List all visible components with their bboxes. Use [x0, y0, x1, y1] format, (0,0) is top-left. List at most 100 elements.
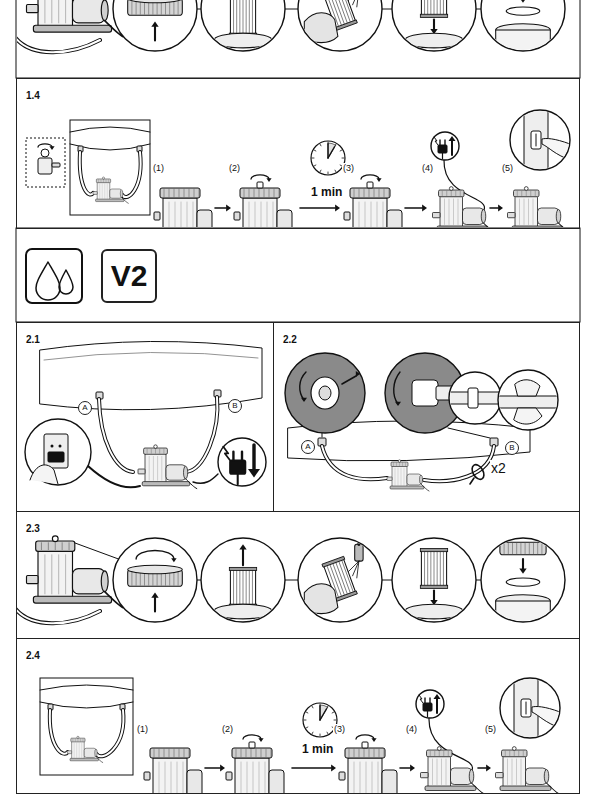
filter-housing: [348, 758, 382, 793]
housing-lid: [391, 462, 408, 467]
step-number: (1): [153, 163, 164, 173]
timer-wedge: [320, 705, 328, 720]
cartridge-pleat: [339, 0, 350, 22]
label-patch: (5): [484, 724, 497, 734]
pump-motor: [269, 770, 284, 793]
lid-rib: [184, 189, 185, 197]
move-arrow: [242, 550, 244, 566]
lid-rib: [393, 463, 394, 466]
step-number: (1): [137, 724, 148, 734]
lid-rib: [364, 189, 365, 197]
cartridge-pleat: [243, 0, 244, 33]
lid-rib: [164, 749, 165, 757]
wall-socket: [44, 434, 68, 468]
restart-steps: [40, 678, 560, 793]
lid-rib: [505, 751, 506, 756]
hand: [30, 465, 58, 484]
lid-rib: [174, 749, 175, 757]
lid-rib: [249, 189, 250, 197]
label-patch: (4): [405, 724, 418, 734]
turn-arrow: [394, 372, 400, 404]
detail-content: [448, 388, 504, 408]
power-bolt: [434, 137, 438, 145]
lid-rib: [136, 0, 137, 14]
spa-body: [40, 341, 262, 409]
plug-prong: [424, 698, 425, 703]
timer-tick: [335, 144, 336, 146]
lid-rib: [241, 749, 242, 757]
timer-tick: [312, 158, 314, 159]
cartridge-cap: [335, 20, 358, 31]
step-number: 2.2: [283, 335, 297, 345]
cartridge-pleat: [249, 0, 250, 33]
step-arrow: [405, 207, 422, 209]
lid-rib: [451, 191, 452, 196]
power-bolt: [419, 695, 423, 703]
lid-rib: [460, 191, 461, 196]
housing-lid: [160, 188, 200, 198]
turn-arrow: [361, 175, 379, 179]
plug-cord: [427, 711, 428, 717]
hose-clip-icon: [470, 463, 487, 482]
housing-rib: [249, 202, 250, 227]
detail-content: [214, 544, 273, 619]
housing-rib: [157, 456, 158, 480]
version-badge: V2: [101, 249, 157, 303]
step-number: 2.3: [26, 524, 40, 534]
timer-tick: [320, 734, 321, 736]
cartridge-pleat: [434, 552, 435, 586]
filter-pump: [93, 177, 128, 203]
step-number: (4): [422, 163, 433, 173]
duration-label: 1 min: [302, 742, 333, 756]
timer-tick: [306, 712, 308, 713]
garden-hose: [359, 533, 382, 544]
pump-base: [512, 226, 563, 227]
housing-rib: [359, 202, 360, 227]
valve-spout: [52, 163, 60, 167]
step-number: (3): [334, 724, 345, 734]
cartridge-cap: [420, 585, 447, 588]
filter-housing: [38, 0, 73, 27]
detail-circle: [510, 110, 570, 170]
housing-rib: [247, 762, 248, 793]
housing-rib: [169, 202, 170, 227]
filter-housing: [496, 601, 551, 622]
housing-lid: [150, 748, 190, 758]
power-cord: [186, 479, 197, 489]
motor-cap: [481, 210, 486, 224]
pump-motor: [166, 465, 186, 480]
pump-base: [142, 482, 190, 486]
air-valve: [154, 445, 158, 449]
lid-rib: [151, 449, 152, 453]
filter-housing: [515, 196, 538, 227]
detail-frame: [40, 678, 133, 775]
detail-circle: [113, 538, 197, 622]
label-patch: x2: [490, 460, 507, 476]
arrow-head: [301, 398, 307, 402]
filter-pump: [496, 747, 559, 793]
lid-rib: [514, 751, 515, 756]
cartridge-pleat: [437, 552, 438, 586]
port-letter: B: [232, 402, 237, 410]
power-bolt: [223, 447, 230, 461]
arrow-head: [258, 738, 263, 742]
housing-rib: [453, 199, 454, 225]
power-switch: [531, 131, 541, 149]
housing-rib: [253, 762, 254, 793]
housing-rib: [446, 759, 447, 785]
lid-rib: [446, 191, 447, 196]
lid-rib: [269, 189, 270, 197]
housing-rib: [458, 199, 459, 225]
lid-rib: [374, 189, 375, 197]
hose-inner: [186, 397, 217, 472]
label-patch: 1 min: [310, 186, 343, 200]
hose-inner: [17, 36, 100, 52]
housing-rib: [259, 762, 260, 793]
move-arrow: [436, 699, 438, 713]
plug-prong: [232, 452, 234, 461]
lid-rib: [179, 189, 180, 197]
lid-rib: [364, 749, 365, 757]
detail-figure: [304, 0, 382, 43]
housing-rib: [74, 743, 75, 757]
restart-steps: [26, 110, 571, 227]
